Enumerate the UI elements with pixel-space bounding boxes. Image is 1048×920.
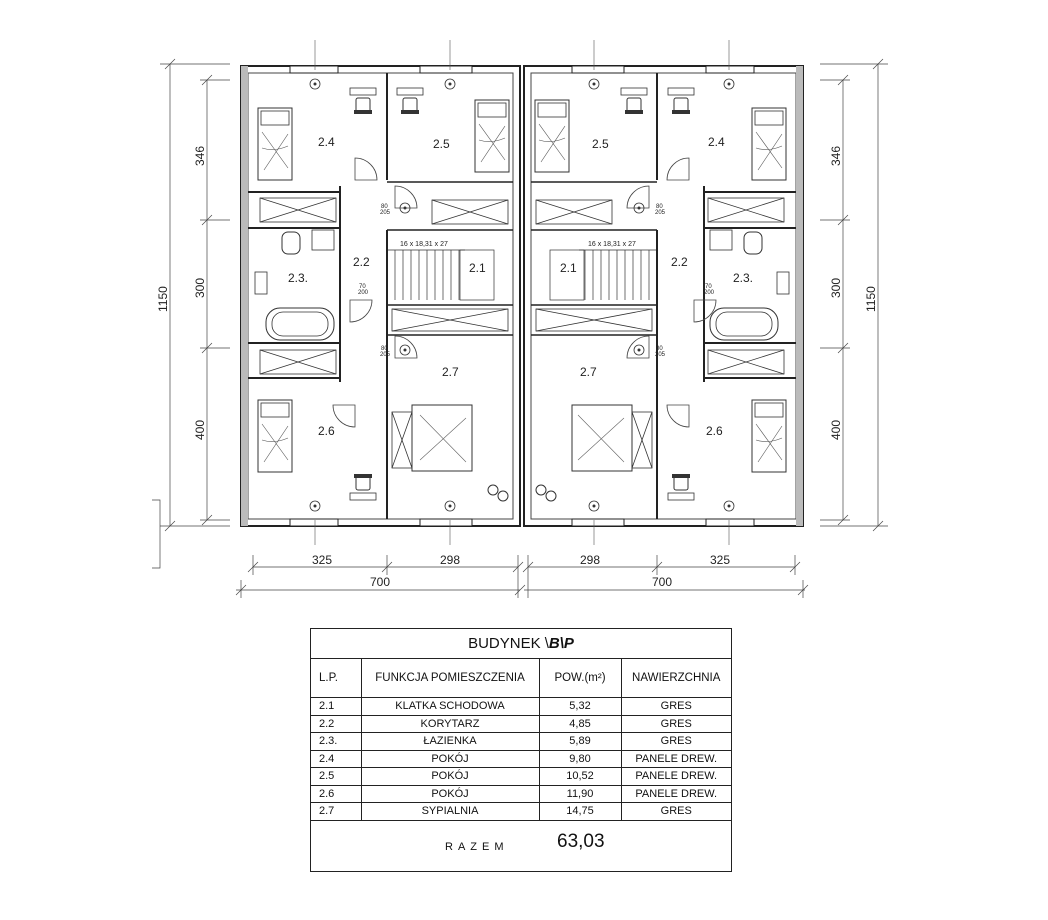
room-label-2-2: 2.2 <box>671 255 688 269</box>
svg-text:200: 200 <box>704 290 715 296</box>
stair-dimension-label: 16 x 18,31 x 27 <box>588 241 636 248</box>
room-label-2-4: 2.4 <box>318 135 335 149</box>
svg-text:80: 80 <box>381 204 388 210</box>
floor-plan: 2.4 2.5 2.3. 2.2 2.1 2.6 2.7 16 x 18,31 … <box>152 40 888 598</box>
svg-text:80: 80 <box>656 346 663 352</box>
header-lp: L.P. <box>311 659 362 698</box>
room-label-2-5: 2.5 <box>433 137 450 151</box>
svg-text:70: 70 <box>705 284 712 290</box>
svg-text:300: 300 <box>829 278 843 298</box>
room-label-2-4: 2.4 <box>708 135 725 149</box>
left-unit <box>240 40 521 545</box>
svg-text:700: 700 <box>652 575 672 589</box>
room-labels-left: 2.4 2.5 2.3. 2.2 2.1 2.6 2.7 16 x 18,31 … <box>288 135 486 438</box>
svg-text:325: 325 <box>710 553 730 567</box>
svg-text:1150: 1150 <box>864 286 878 312</box>
header-surface: NAWIERZCHNIA <box>621 659 731 698</box>
svg-text:300: 300 <box>193 278 207 298</box>
header-area: POW.(m²) <box>539 659 622 698</box>
room-label-2-3: 2.3. <box>288 271 308 285</box>
room-label-2-5: 2.5 <box>592 137 609 151</box>
svg-text:205: 205 <box>380 210 391 216</box>
room-label-2-2: 2.2 <box>353 255 370 269</box>
svg-text:70: 70 <box>359 284 366 290</box>
svg-text:80: 80 <box>656 204 663 210</box>
door-annotations: 80 205 70 200 80 205 80 205 70 200 80 20… <box>358 204 715 358</box>
total-value: 63,03 <box>557 830 605 852</box>
svg-text:400: 400 <box>829 420 843 440</box>
svg-text:205: 205 <box>380 352 391 358</box>
svg-text:346: 346 <box>829 146 843 166</box>
room-label-2-6: 2.6 <box>318 424 335 438</box>
svg-text:700: 700 <box>370 575 390 589</box>
dimension-lines <box>152 58 888 598</box>
svg-text:200: 200 <box>358 290 369 296</box>
table-title: BUDYNEK \B\P <box>311 629 731 659</box>
room-label-2-3: 2.3. <box>733 271 753 285</box>
right-unit <box>523 40 804 545</box>
room-label-2-1: 2.1 <box>469 261 486 275</box>
svg-text:1150: 1150 <box>156 286 170 312</box>
table-total: RAZEM 63,03 <box>311 821 731 875</box>
svg-text:325: 325 <box>312 553 332 567</box>
room-label-2-7: 2.7 <box>580 365 597 379</box>
room-label-2-6: 2.6 <box>706 424 723 438</box>
header-function: FUNKCJA POMIESZCZENIA <box>361 659 540 698</box>
svg-text:298: 298 <box>580 553 600 567</box>
svg-text:346: 346 <box>193 146 207 166</box>
total-label: RAZEM <box>445 840 509 853</box>
svg-text:400: 400 <box>193 420 207 440</box>
room-label-2-1: 2.1 <box>560 261 577 275</box>
dimension-labels: 346 300 400 1150 346 300 400 1150 325 29… <box>156 146 878 589</box>
room-schedule-table: BUDYNEK \B\P L.P. FUNKCJA POMIESZCZENIA … <box>310 628 732 872</box>
svg-text:205: 205 <box>655 210 666 216</box>
svg-text:205: 205 <box>655 352 666 358</box>
svg-text:80: 80 <box>381 346 388 352</box>
svg-text:298: 298 <box>440 553 460 567</box>
room-labels-right: 2.5 2.4 2.1 2.2 2.3. 2.7 2.6 16 x 18,31 … <box>560 135 753 438</box>
room-label-2-7: 2.7 <box>442 365 459 379</box>
room-schedule-rows: L.P. FUNKCJA POMIESZCZENIA POW.(m²) NAWI… <box>311 659 731 821</box>
table-header-row: L.P. FUNKCJA POMIESZCZENIA POW.(m²) NAWI… <box>311 659 731 698</box>
stair-dimension-label: 16 x 18,31 x 27 <box>400 241 448 248</box>
